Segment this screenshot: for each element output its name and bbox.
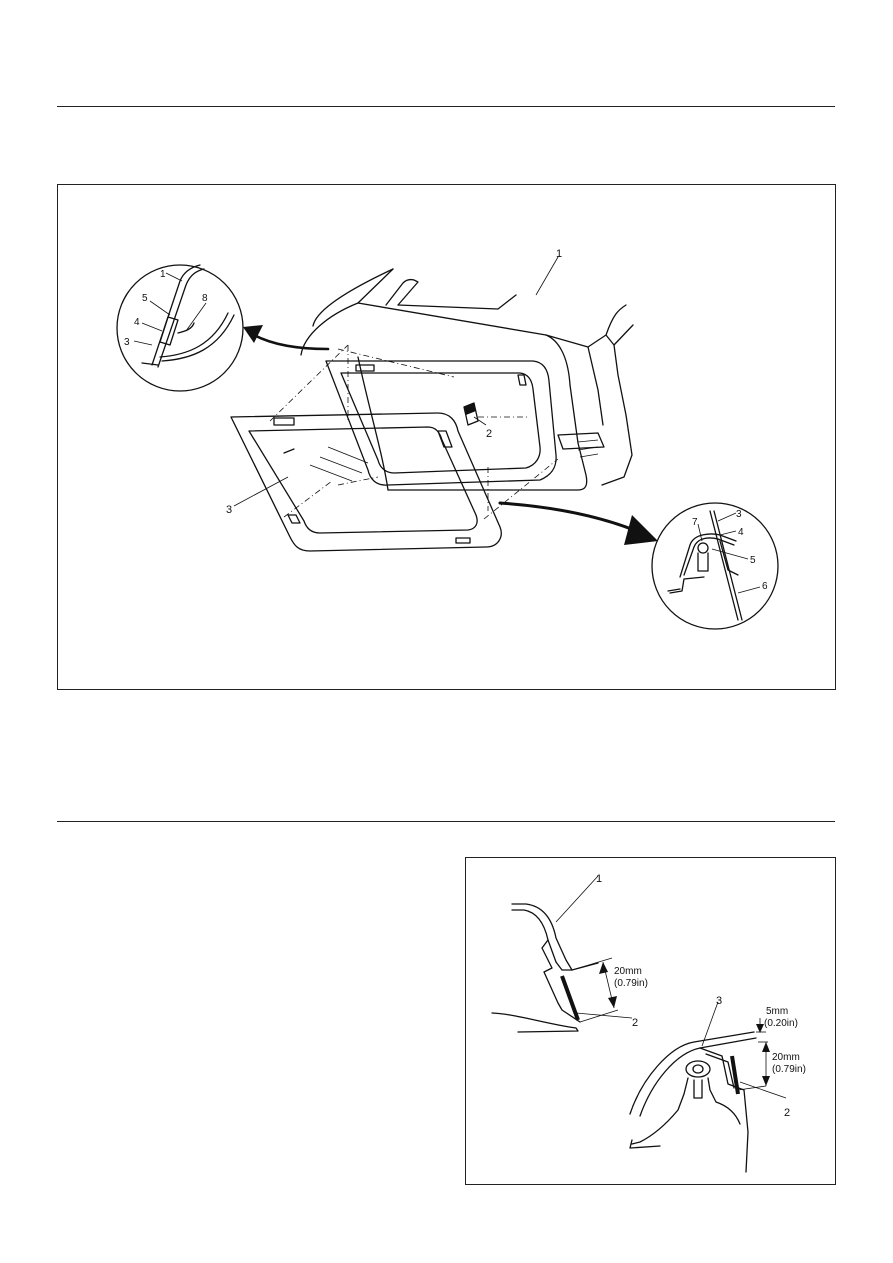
lower-dimension-mm: 20mm	[772, 1052, 800, 1063]
callout-detail2-5: 5	[750, 555, 756, 566]
callout-window-glass: 3	[226, 504, 232, 516]
callout-upper-frame: 1	[596, 873, 602, 885]
detail-arrows	[243, 325, 658, 545]
callout-detail1-1: 1	[160, 269, 166, 280]
callout-detail2-6: 6	[762, 581, 768, 592]
lower-gap-dimension-mm: 5mm	[766, 1006, 788, 1017]
callout-body-panel: 1	[556, 248, 562, 260]
leader-lines	[133, 256, 761, 594]
alignment-lines	[269, 344, 559, 520]
callout-detail2-4: 4	[738, 527, 744, 538]
upper-section-outline	[491, 903, 599, 1033]
upper-dimension-in: (0.79in)	[614, 978, 648, 989]
callout-detail2-7: 7	[692, 517, 698, 528]
window-exploded-drawing: 1 2 3 1 5 8 4 3 7 3 4 5 6	[116, 248, 779, 630]
callout-detail1-5: 5	[142, 293, 148, 304]
window-opening-outline	[325, 360, 557, 486]
detail-circle-upper	[116, 264, 244, 392]
callout-detail1-3: 3	[124, 337, 130, 348]
window-glass-assembly	[230, 412, 502, 552]
tape-position-drawing: 1 2 3 2 20mm (0.79in) 5mm (0.20in) 20mm …	[491, 873, 806, 1173]
dimension-lines	[571, 957, 770, 1091]
callout-detail1-4: 4	[134, 317, 140, 328]
callout-upper-tape: 2	[632, 1017, 638, 1029]
middle-divider	[57, 821, 835, 822]
upper-dimension-mm: 20mm	[614, 966, 642, 977]
lower-dimension-in: (0.79in)	[772, 1064, 806, 1075]
callout-retainer-clip: 2	[486, 428, 492, 440]
detail-circle-lower	[651, 502, 779, 630]
callout-lower-tape: 2	[784, 1107, 790, 1119]
lower-section-outline	[629, 1031, 757, 1173]
callout-lower-frame: 3	[716, 995, 722, 1007]
top-divider	[57, 106, 835, 107]
window-exploded-figure: 1 2 3 1 5 8 4 3 7 3 4 5 6	[57, 184, 836, 690]
callout-detail1-8: 8	[202, 293, 208, 304]
tape-position-figure: 1 2 3 2 20mm (0.79in) 5mm (0.20in) 20mm …	[465, 857, 836, 1185]
body-panel-outline	[300, 268, 634, 491]
tape-leader-lines	[555, 875, 787, 1099]
callout-detail2-3: 3	[736, 509, 742, 520]
lower-gap-dimension-in: (0.20in)	[764, 1018, 798, 1029]
retainer-clip	[463, 402, 479, 426]
